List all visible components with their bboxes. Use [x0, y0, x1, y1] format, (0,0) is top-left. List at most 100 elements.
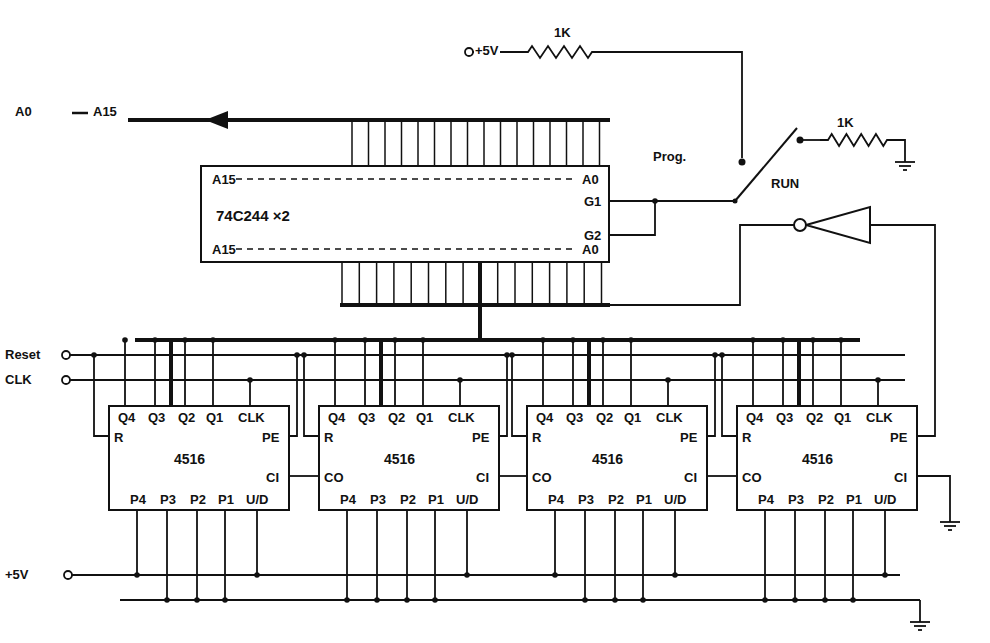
wire — [642, 511, 644, 600]
pin-name: Q2 — [596, 411, 613, 425]
buffer-pin — [341, 263, 343, 305]
ground-symbol — [949, 512, 951, 522]
chip-name: 4516 — [802, 451, 833, 467]
wire — [708, 355, 715, 436]
pin-name: A0 — [582, 173, 599, 187]
pin-name: Q2 — [178, 411, 195, 425]
junction-dot — [822, 597, 828, 603]
buffer-pin — [384, 120, 386, 165]
wire — [466, 511, 468, 575]
pin-name: P4 — [758, 493, 774, 507]
pin-name: P3 — [578, 493, 594, 507]
ground-symbol — [910, 621, 930, 623]
junction-dot — [504, 352, 510, 358]
wire — [602, 340, 604, 405]
pin-name: CO — [324, 471, 344, 485]
wire — [542, 340, 544, 405]
pin-name: P1 — [846, 493, 862, 507]
buffer-pin — [601, 263, 603, 305]
buffer-pin — [393, 263, 395, 305]
bus-line — [340, 303, 610, 307]
junction-dot — [719, 352, 725, 358]
wire — [364, 340, 366, 405]
pin-name: U/D — [874, 493, 896, 507]
pin-name: CI — [266, 471, 279, 485]
pin-name: CI — [894, 471, 907, 485]
pin-name: CLK — [238, 411, 265, 425]
pin-name: Q2 — [388, 411, 405, 425]
pin-name: U/D — [246, 493, 268, 507]
junction-dot — [254, 572, 260, 578]
inverter-symbol — [806, 207, 870, 243]
signal-label: Reset — [4, 348, 41, 362]
wire — [884, 511, 886, 575]
wire — [824, 511, 826, 600]
buffer-pin — [583, 263, 585, 305]
junction-dot — [810, 337, 816, 343]
pin-name: P2 — [400, 493, 416, 507]
junction-dot — [838, 337, 844, 343]
pin-name: P1 — [218, 493, 234, 507]
junction-dot — [301, 352, 307, 358]
pin-name: A15 — [212, 173, 236, 187]
buffer-pin — [376, 263, 378, 305]
wire — [500, 355, 507, 436]
junction-dot — [247, 377, 253, 383]
signal-label: A15 — [92, 105, 118, 119]
terminal — [465, 48, 473, 56]
buffer-pin — [462, 263, 464, 305]
pin-name: P4 — [548, 493, 564, 507]
carry-wire — [708, 475, 736, 477]
terminal — [62, 351, 70, 359]
wire — [434, 511, 436, 600]
buffer-pin — [401, 120, 403, 165]
pin-name: U/D — [456, 493, 478, 507]
wire — [840, 340, 842, 405]
signal-label: 1K — [836, 116, 855, 130]
wire — [782, 340, 784, 405]
junction-dot — [122, 337, 128, 343]
wire — [196, 511, 198, 600]
pin-name: R — [324, 431, 333, 445]
wire — [224, 511, 226, 600]
pin-name: CLK — [866, 411, 893, 425]
buffer-pin — [566, 263, 568, 305]
pin-name: Q2 — [806, 411, 823, 425]
junction-dot — [344, 597, 350, 603]
ground-symbol — [899, 165, 911, 167]
pin-name: G2 — [584, 229, 601, 243]
pin-name: Q4 — [536, 411, 553, 425]
pin-name: Q1 — [834, 411, 851, 425]
buffer-pin — [483, 120, 485, 165]
buffer-pin — [566, 120, 568, 165]
buffer-chip: A15A074C244 ×2G1G2A15A0 — [200, 165, 610, 263]
wire — [674, 511, 676, 575]
bus-connector — [381, 263, 480, 405]
pin-name: P1 — [636, 493, 652, 507]
wire — [256, 511, 258, 575]
wire — [249, 380, 251, 405]
pin-name: CO — [532, 471, 552, 485]
wire — [918, 476, 950, 512]
pin-name: P3 — [160, 493, 176, 507]
wire — [614, 511, 616, 600]
pin-name: U/D — [664, 493, 686, 507]
wire — [764, 511, 766, 600]
wire — [124, 340, 126, 405]
chip-name: 4516 — [384, 451, 415, 467]
junction-dot — [552, 572, 558, 578]
wire — [610, 225, 794, 305]
ground-symbol — [944, 525, 956, 527]
pin-name: P3 — [788, 493, 804, 507]
junction-dot — [612, 597, 618, 603]
pin-name: Q4 — [118, 411, 135, 425]
bus-arrow — [205, 111, 228, 129]
buffer-pin — [582, 120, 584, 165]
buffer-pin — [599, 120, 601, 165]
wire — [919, 600, 921, 612]
chip-name: 74C244 ×2 — [216, 207, 290, 224]
ground-symbol — [903, 169, 907, 171]
signal-label: CLK — [4, 373, 33, 387]
